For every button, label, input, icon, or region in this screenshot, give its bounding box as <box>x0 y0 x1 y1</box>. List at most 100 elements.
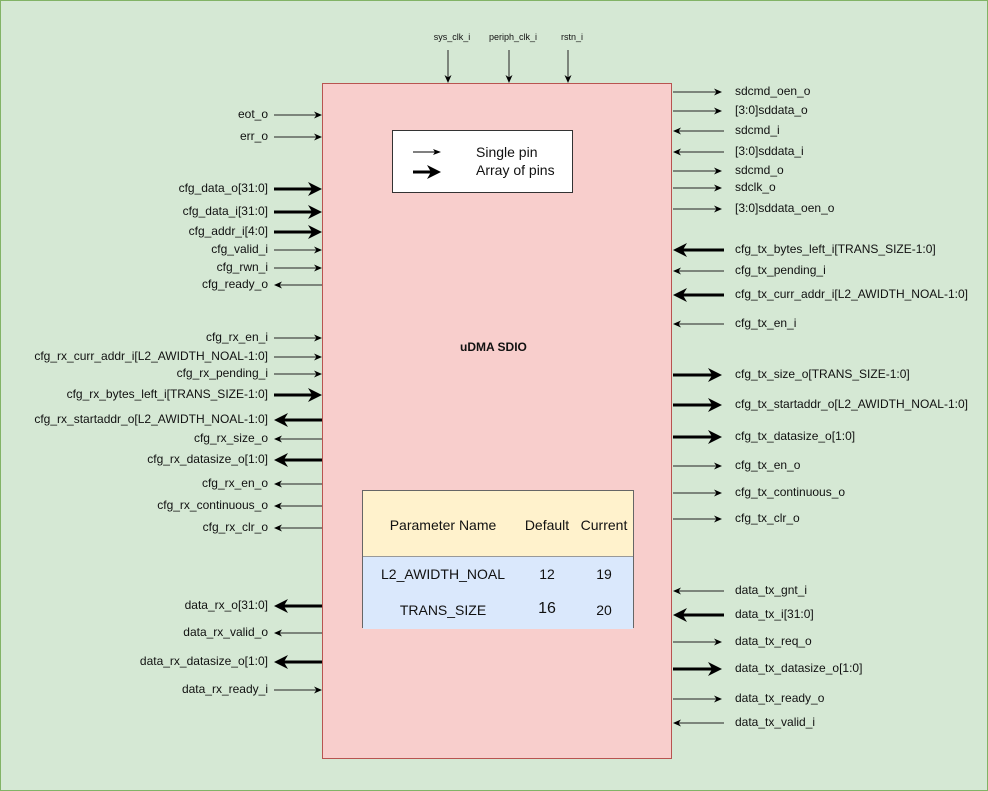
pin-arrow-cfg-rx-bytes-left-i-trans-size-1-0 <box>274 388 322 402</box>
pin-arrow-cfg-tx-size-o-trans-size-1-0 <box>673 368 722 382</box>
pin-label-cfg-tx-continuous-o: cfg_tx_continuous_o <box>735 485 846 499</box>
header-default: Default <box>524 517 570 533</box>
pin-arrow-sdcmd-i <box>673 127 724 135</box>
pin-arrow-3-0-sddata-o <box>673 107 722 115</box>
pin-arrow-3-0-sddata-i <box>673 148 724 156</box>
pin-arrow-data-rx-datasize-o-1-0 <box>274 655 322 669</box>
pin-label-cfg-tx-en-i: cfg_tx_en_i <box>735 316 797 330</box>
pin-arrow-data-rx-ready-i <box>274 686 322 694</box>
pin-arrow-cfg-rx-en-o <box>274 480 322 488</box>
pin-label-cfg-tx-pending-i: cfg_tx_pending_i <box>735 263 826 277</box>
pin-arrow-cfg-tx-datasize-o-1-0 <box>673 430 722 444</box>
table-row: L2_AWIDTH_NOAL 12 19 <box>363 557 633 594</box>
pin-label-cfg-rx-en-o: cfg_rx_en_o <box>201 476 268 490</box>
parameter-table: Parameter Name Default Current L2_AWIDTH… <box>362 490 634 629</box>
pin-arrow-cfg-data-i-31-0 <box>274 205 322 219</box>
pin-label-sdcmd-i: sdcmd_i <box>735 123 780 137</box>
pin-arrow-cfg-tx-clr-o <box>673 515 722 523</box>
pin-label-cfg-rx-size-o: cfg_rx_size_o <box>193 431 268 445</box>
param-name: L2_AWIDTH_NOAL <box>381 566 505 582</box>
pin-label-cfg-rx-pending-i: cfg_rx_pending_i <box>176 366 268 380</box>
pin-label-cfg-rx-curr-addr-i-l2-awidth-noal-1-0: cfg_rx_curr_addr_i[L2_AWIDTH_NOAL-1:0] <box>34 349 268 363</box>
pin-arrow-cfg-tx-startaddr-o-l2-awidth-noal-1-0 <box>673 398 722 412</box>
legend-box: Single pin Array of pins <box>392 130 573 193</box>
pin-arrow-cfg-tx-bytes-left-i-trans-size-1-0 <box>673 243 724 257</box>
pin-label-3-0-sddata-i: [3:0]sddata_i <box>735 144 804 158</box>
pin-label-cfg-rx-clr-o: cfg_rx_clr_o <box>202 520 268 534</box>
pin-arrow-sdclk-o <box>673 184 722 192</box>
array-pin-arrow-icon <box>413 165 441 179</box>
pin-arrow-cfg-data-o-31-0 <box>274 182 322 196</box>
pin-label-sdcmd-o: sdcmd_o <box>735 163 784 177</box>
pin-arrow-cfg-rx-en-i <box>274 334 322 342</box>
pin-label-data-rx-ready-i: data_rx_ready_i <box>181 682 268 696</box>
pin-arrow-cfg-tx-curr-addr-i-l2-awidth-noal-1-0 <box>673 288 724 302</box>
pin-label-cfg-data-i-31-0: cfg_data_i[31:0] <box>182 204 268 218</box>
pin-label-data-rx-datasize-o-1-0: data_rx_datasize_o[1:0] <box>139 654 268 668</box>
pin-label-data-rx-valid-o: data_rx_valid_o <box>183 625 268 639</box>
pin-label-data-tx-i-31-0: data_tx_i[31:0] <box>735 607 814 621</box>
pin-label-cfg-rwn-i: cfg_rwn_i <box>216 260 268 274</box>
pin-arrow-cfg-rx-datasize-o-1-0 <box>274 453 322 467</box>
table-header-row: Parameter Name Default Current <box>363 491 633 557</box>
pin-label-cfg-tx-size-o-trans-size-1-0: cfg_tx_size_o[TRANS_SIZE-1:0] <box>735 367 910 381</box>
pin-label-cfg-valid-i: cfg_valid_i <box>211 242 268 256</box>
pin-arrow-data-tx-req-o <box>673 638 722 646</box>
pin-arrow-cfg-valid-i <box>274 246 322 254</box>
pin-arrow-eot-o <box>274 111 322 119</box>
pin-arrow-sdcmd-oen-o <box>673 88 722 96</box>
pin-label-periph-clk-i: periph_clk_i <box>488 32 538 42</box>
pin-label-data-tx-datasize-o-1-0: data_tx_datasize_o[1:0] <box>735 661 863 675</box>
single-pin-arrow-icon <box>413 149 441 155</box>
param-name: TRANS_SIZE <box>399 602 487 618</box>
header-parameter-name: Parameter Name <box>389 517 497 533</box>
pin-arrow-sys-clk-i <box>444 50 452 83</box>
pin-arrow-data-rx-o-31-0 <box>274 599 322 613</box>
block-title: uDMA SDIO <box>460 340 527 354</box>
pin-label-rstn-i: rstn_i <box>560 32 584 42</box>
legend-array-pins-label: Array of pins <box>476 162 555 178</box>
pin-label-cfg-addr-i-4-0: cfg_addr_i[4:0] <box>188 224 268 238</box>
pin-label-data-tx-ready-o: data_tx_ready_o <box>735 691 825 705</box>
pin-arrow-periph-clk-i <box>505 50 513 83</box>
pin-label-cfg-tx-en-o: cfg_tx_en_o <box>735 458 801 472</box>
pin-label-cfg-rx-datasize-o-1-0: cfg_rx_datasize_o[1:0] <box>147 452 268 466</box>
pin-label-data-rx-o-31-0: data_rx_o[31:0] <box>184 598 268 612</box>
pin-label-cfg-tx-curr-addr-i-l2-awidth-noal-1-0: cfg_tx_curr_addr_i[L2_AWIDTH_NOAL-1:0] <box>735 287 968 301</box>
table-row: TRANS_SIZE 16 20 <box>363 593 633 629</box>
pin-label-cfg-tx-bytes-left-i-trans-size-1-0: cfg_tx_bytes_left_i[TRANS_SIZE-1:0] <box>735 242 936 256</box>
pin-label-sys-clk-i: sys_clk_i <box>433 32 471 42</box>
pin-label-data-tx-req-o: data_tx_req_o <box>735 634 812 648</box>
header-current: Current <box>580 517 628 533</box>
pin-label-data-tx-valid-i: data_tx_valid_i <box>735 715 816 729</box>
pin-arrow-rstn-i <box>564 50 572 83</box>
pin-arrow-cfg-rx-continuous-o <box>274 502 322 510</box>
pin-label-cfg-rx-continuous-o: cfg_rx_continuous_o <box>157 498 268 512</box>
pin-label-eot-o: eot_o <box>237 107 268 121</box>
param-current: 20 <box>596 602 612 618</box>
udma-sdio-block <box>322 83 672 759</box>
param-current: 19 <box>596 566 612 582</box>
pin-label-cfg-rx-startaddr-o-l2-awidth-noal-1-0: cfg_rx_startaddr_o[L2_AWIDTH_NOAL-1:0] <box>34 412 268 426</box>
pin-arrow-sdcmd-o <box>673 167 722 175</box>
pin-label-3-0-sddata-o: [3:0]sddata_o <box>735 103 808 117</box>
pin-arrow-cfg-tx-en-o <box>673 462 722 470</box>
pin-arrow-cfg-addr-i-4-0 <box>274 225 322 239</box>
pin-arrow-cfg-tx-en-i <box>673 320 724 328</box>
pin-arrow-cfg-rx-startaddr-o-l2-awidth-noal-1-0 <box>274 413 322 427</box>
pin-arrow-data-tx-ready-o <box>673 695 722 703</box>
pin-arrow-cfg-rx-size-o <box>274 435 322 443</box>
pin-label-cfg-rx-bytes-left-i-trans-size-1-0: cfg_rx_bytes_left_i[TRANS_SIZE-1:0] <box>66 387 268 401</box>
pin-label-cfg-tx-clr-o: cfg_tx_clr_o <box>735 511 800 525</box>
pin-label-data-tx-gnt-i: data_tx_gnt_i <box>735 583 808 597</box>
pin-arrow-data-rx-valid-o <box>274 629 322 637</box>
pin-arrow-cfg-tx-continuous-o <box>673 489 722 497</box>
param-default: 16 <box>538 600 556 617</box>
legend-single-pin-label: Single pin <box>476 144 538 160</box>
pin-arrow-3-0-sddata-oen-o <box>673 205 722 213</box>
pin-arrow-cfg-ready-o <box>274 281 322 289</box>
pin-arrow-data-tx-datasize-o-1-0 <box>673 662 722 676</box>
pin-label-cfg-rx-en-i: cfg_rx_en_i <box>205 330 268 344</box>
pin-label-sdclk-o: sdclk_o <box>735 180 776 194</box>
